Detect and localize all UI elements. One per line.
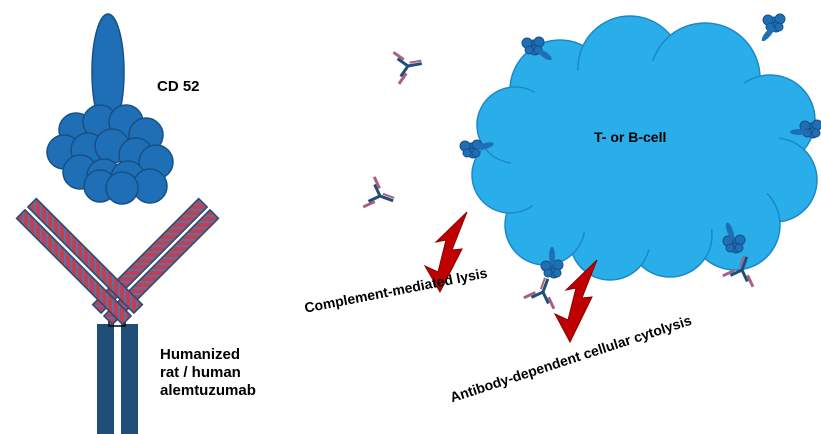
small-antibody-2 [361, 175, 401, 218]
lightning-bolts [423, 211, 598, 344]
cd52-label: CD 52 [157, 78, 200, 95]
antibody-label-line2: rat / human [160, 364, 241, 381]
alemtuzumab-antibody [15, 197, 220, 434]
complement-lightning-icon [423, 211, 468, 294]
lymphocyte-cell [471, 15, 818, 281]
cd52-bead-cluster [46, 104, 174, 205]
small-antibody-1 [391, 46, 427, 86]
surface-cd52-3 [459, 139, 494, 159]
surface-cd52-6 [722, 222, 746, 254]
antibody-label-line3: alemtuzumab [160, 382, 256, 399]
antibody-label-line1: Humanized [160, 346, 241, 363]
antibody-label: Humanized rat / human alemtuzumab [160, 346, 256, 400]
adcc-lightning-icon [553, 259, 598, 344]
surface-cd52-5 [540, 247, 564, 279]
surface-cd52-2 [761, 13, 786, 42]
surface-cd52-markers [459, 13, 821, 279]
antibody-fab-right [15, 197, 144, 326]
antibody-fc-right [121, 324, 138, 434]
small-antibody-3 [522, 271, 565, 311]
cd52-antigen [46, 13, 174, 205]
antibody-fc-left [97, 324, 114, 434]
surface-cd52-4 [790, 119, 821, 139]
surface-cd52-1 [521, 36, 552, 61]
cell-label: T- or B-cell [594, 129, 667, 145]
